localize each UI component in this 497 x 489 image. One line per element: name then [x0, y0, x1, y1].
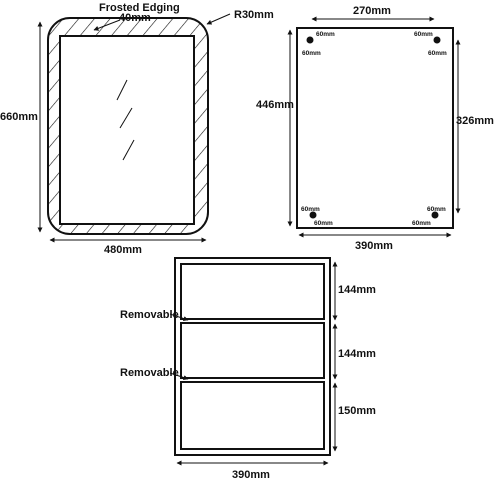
glass-reflection-line	[122, 139, 135, 161]
cabinet-width-label: 390mm	[232, 469, 270, 481]
corner-radius-label: R30mm	[234, 9, 274, 21]
glass-reflection-line	[116, 79, 128, 101]
hole-offset-label: 60mm	[414, 31, 433, 38]
section-3-label: 150mm	[338, 405, 376, 417]
mirror-front-view: Frosted Edging 40mm R30mm 660mm 480mm	[0, 2, 274, 256]
mounting-hole-icon	[433, 36, 441, 44]
mounting-hole-icon	[431, 211, 439, 219]
hole-offset-label: 60mm	[427, 206, 446, 213]
removable-shelf-label: Removable	[120, 309, 179, 321]
shelf-pointer-arrow	[169, 372, 189, 380]
shelf-pointer-arrow	[169, 313, 189, 321]
mounting-hole-icon	[309, 211, 317, 219]
hole-offset-label: 60mm	[314, 220, 333, 227]
cabinet-compartment-3	[180, 381, 325, 450]
back-width-label: 390mm	[355, 240, 393, 252]
hole-offset-label: 60mm	[428, 50, 447, 57]
hole-offset-label: 60mm	[302, 50, 321, 57]
edge-width-arrow	[93, 19, 121, 31]
edge-width-label: 40mm	[119, 12, 151, 24]
right-span-label: 326mm	[456, 115, 494, 127]
back-panel-view: 60mm 60mm 60mm 60mm 60mm 60mm 60mm 60mm …	[256, 5, 494, 252]
mirror-width-label: 480mm	[104, 244, 142, 256]
glass-reflection-line	[119, 107, 133, 129]
cabinet-front-view: Removable Removable 144mm 144mm 150mm 39…	[120, 257, 376, 481]
mirror-glass	[59, 35, 195, 225]
corner-radius-arrow	[206, 13, 231, 25]
section-2-label: 144mm	[338, 348, 376, 360]
frosted-edging-label: Frosted Edging	[99, 2, 180, 14]
removable-shelf-label: Removable	[120, 367, 179, 379]
hole-offset-label: 60mm	[301, 206, 320, 213]
cabinet-compartment-1	[180, 263, 325, 320]
back-panel	[296, 27, 454, 229]
back-height-label: 446mm	[256, 99, 294, 111]
hole-offset-label: 60mm	[412, 220, 431, 227]
mirror-height-label: 660mm	[0, 111, 38, 123]
hole-offset-label: 60mm	[316, 31, 335, 38]
top-span-label: 270mm	[353, 5, 391, 17]
mounting-hole-icon	[306, 36, 314, 44]
section-1-label: 144mm	[338, 284, 376, 296]
cabinet-compartment-2	[180, 322, 325, 379]
